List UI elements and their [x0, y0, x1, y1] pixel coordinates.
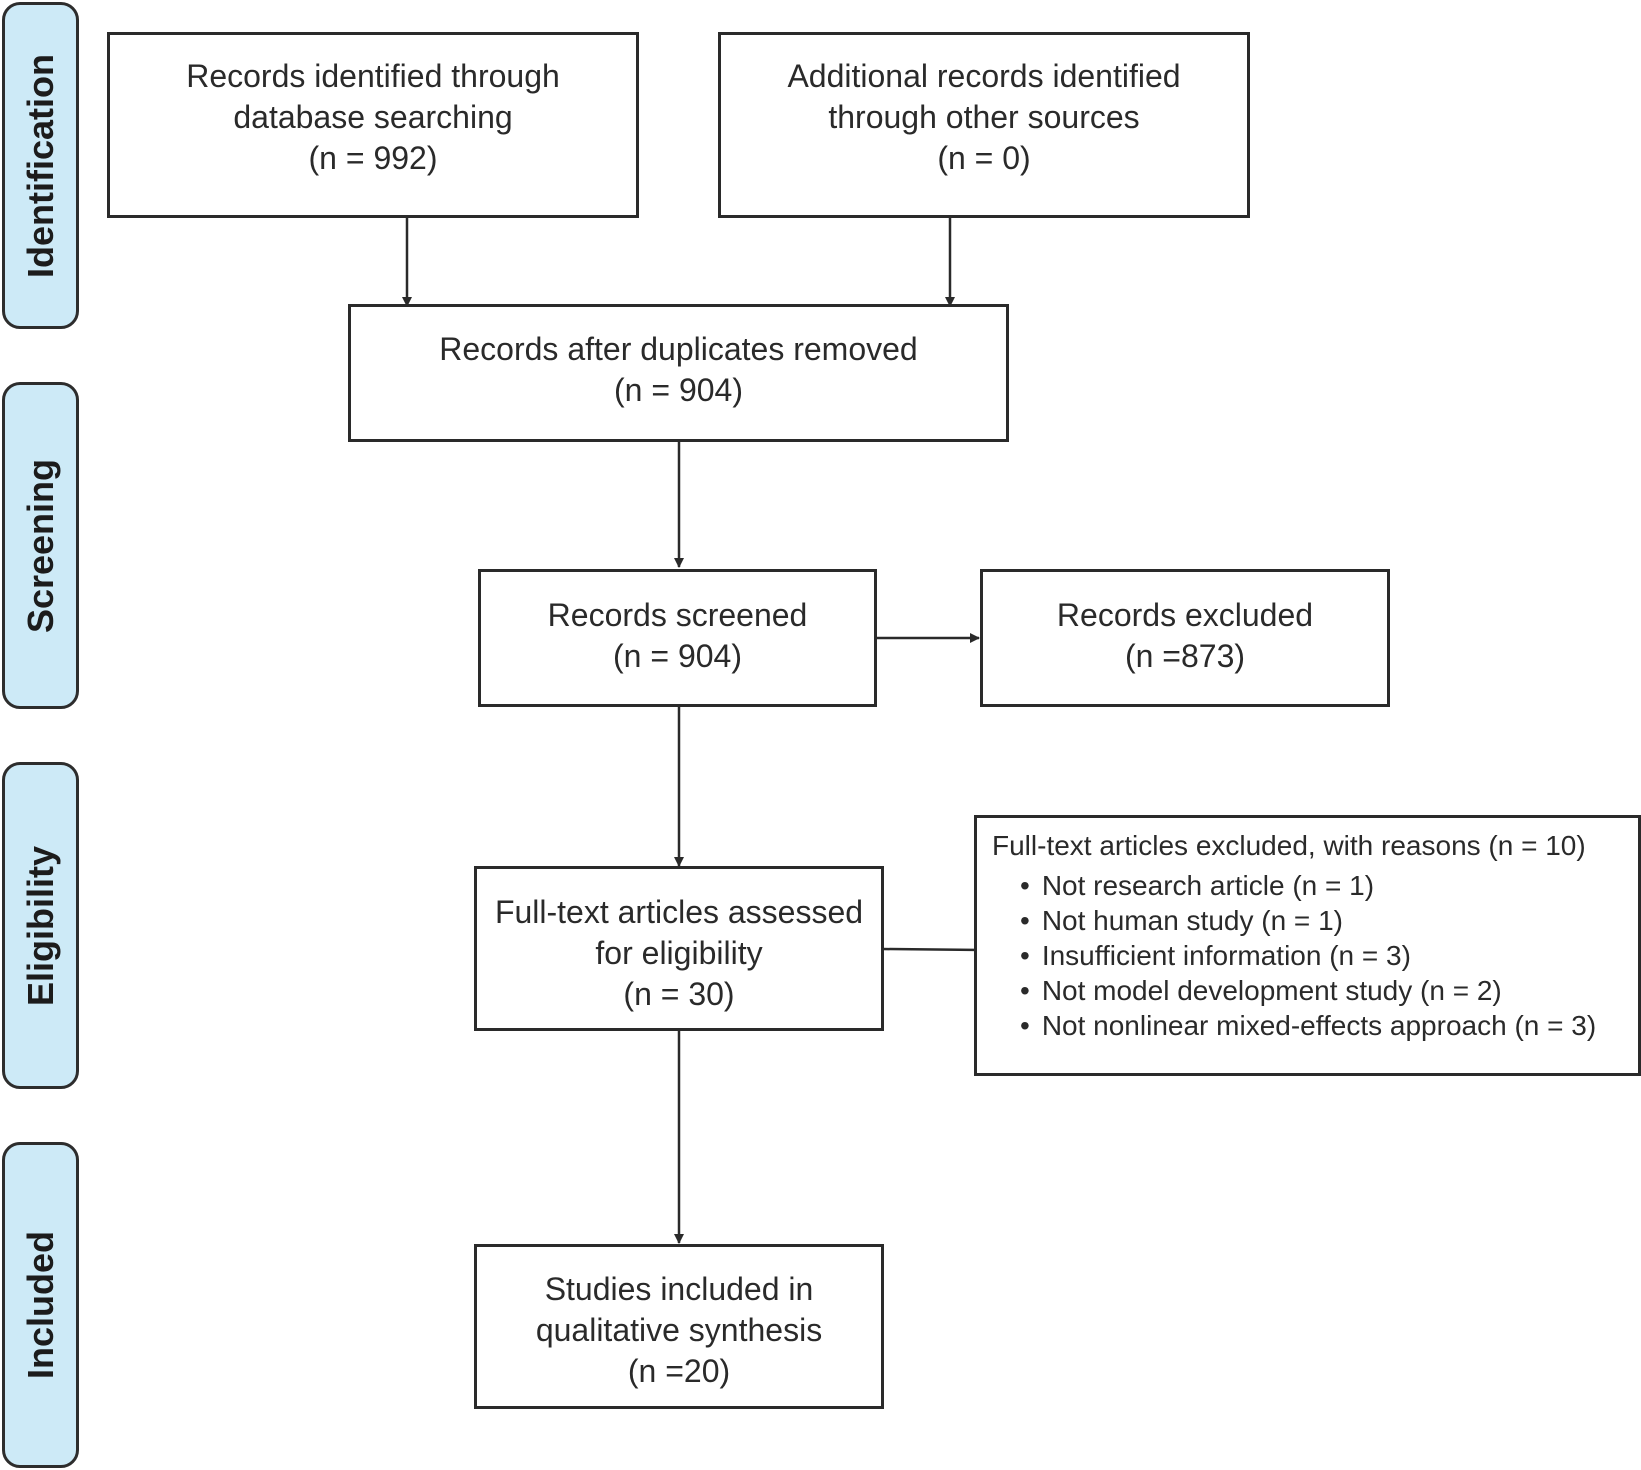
box-full-text-excluded: Full-text articles excluded, with reason… — [974, 815, 1641, 1076]
box-after-duplicates-line-2: (n = 904) — [614, 372, 743, 408]
exclusion-reason: Not nonlinear mixed-effects approach (n … — [1020, 1008, 1638, 1043]
box-included-studies: Studies included in qualitative synthesi… — [474, 1244, 884, 1409]
box-full-text-assessed-line-1: Full-text articles assessed — [494, 894, 864, 930]
stage-eligibility: Eligibility — [2, 762, 79, 1089]
stage-identification: Identification — [2, 2, 79, 329]
box-records-screened: Records screened (n = 904) — [478, 569, 877, 707]
box-database-records: Records identified through database sear… — [107, 32, 639, 218]
box-database-records-line-3: (n = 992) — [308, 140, 438, 176]
box-records-excluded-line-1: Records excluded — [1056, 597, 1314, 633]
box-included-studies-line-2: qualitative synthesis — [535, 1312, 823, 1348]
box-other-records: Additional records identified through ot… — [718, 32, 1250, 218]
box-after-duplicates-line-1: Records after duplicates removed — [439, 331, 918, 367]
box-after-duplicates: Records after duplicates removed (n = 90… — [348, 304, 1009, 442]
box-other-records-line-2: through other sources — [828, 99, 1140, 135]
box-full-text-assessed: Full-text articles assessed for eligibil… — [474, 866, 884, 1031]
stage-screening: Screening — [2, 382, 79, 709]
box-records-screened-line-1: Records screened — [547, 597, 808, 633]
box-records-excluded-line-2: (n =873) — [1124, 638, 1246, 674]
exclusion-reason: Not human study (n = 1) — [1020, 903, 1638, 938]
exclusion-reason: Not research article (n = 1) — [1020, 868, 1638, 903]
arrow-fulltext-to-excluded-reasons — [882, 944, 984, 955]
box-included-studies-line-3: (n =20) — [627, 1353, 731, 1389]
box-full-text-assessed-line-3: (n = 30) — [623, 976, 735, 1012]
box-records-screened-line-2: (n = 904) — [613, 638, 742, 674]
exclusion-reason: Insufficient information (n = 3) — [1020, 938, 1638, 973]
box-records-excluded: Records excluded (n =873) — [980, 569, 1390, 707]
full-text-excluded-heading: Full-text articles excluded, with reason… — [992, 830, 1586, 861]
stage-included: Included — [2, 1142, 79, 1468]
box-full-text-assessed-line-2: for eligibility — [595, 935, 763, 971]
exclusion-reason: Not model development study (n = 2) — [1020, 973, 1638, 1008]
box-database-records-line-2: database searching — [233, 99, 513, 135]
exclusion-reasons-list: Not research article (n = 1) Not human s… — [992, 868, 1638, 1043]
box-database-records-line-1: Records identified through — [186, 58, 560, 94]
box-other-records-line-3: (n = 0) — [937, 140, 1031, 176]
box-other-records-line-1: Additional records identified — [787, 58, 1181, 94]
box-included-studies-line-1: Studies included in — [544, 1271, 814, 1307]
